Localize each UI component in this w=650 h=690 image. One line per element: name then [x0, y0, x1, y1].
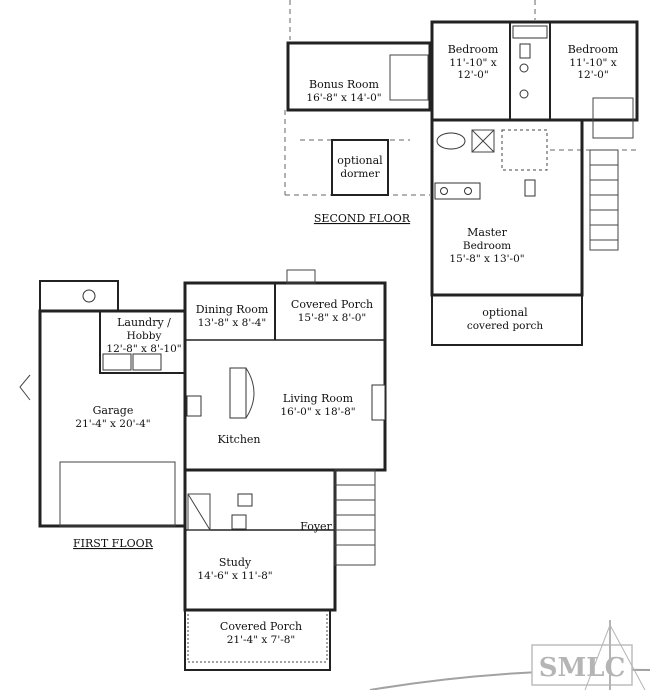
bedroom-right-dim-2: 12'-0" — [577, 69, 608, 81]
master-bedroom-dim-2: 15'-8" x 13'-0" — [449, 253, 524, 265]
first-floor-label: FIRST FLOOR — [73, 537, 154, 550]
bedroom-left-name: Bedroom — [448, 43, 499, 56]
bonus-room-dim: 16'-8" x 14'-0" — [306, 92, 381, 104]
laundry-dim-2: 12'-8" x 8'-10" — [106, 343, 181, 355]
smlc-watermark-logo: SMLC — [369, 620, 650, 690]
optional-porch-dim: covered porch — [467, 320, 544, 332]
foyer-name: Foyer — [300, 520, 332, 533]
laundry-name: Laundry / — [117, 316, 171, 329]
master-bedroom-dim-1: Bedroom — [463, 240, 511, 252]
rear-porch-dim: 15'-8" x 8'-0" — [298, 312, 367, 324]
kitchen-name: Kitchen — [218, 433, 261, 446]
bedroom-left-dim-1: 11'-10" x — [449, 57, 496, 69]
second-floor-labels: Bedroom 11'-10" x 12'-0" Bedroom 11'-10"… — [306, 43, 618, 332]
dormer-name: optional — [337, 154, 383, 167]
dining-room-dim: 13'-8" x 8'-4" — [198, 317, 267, 329]
garage-dim: 21'-4" x 20'-4" — [75, 418, 150, 430]
bonus-room-name: Bonus Room — [309, 78, 380, 91]
living-room-dim: 16'-0" x 18'-8" — [280, 406, 355, 418]
dining-room-name: Dining Room — [196, 303, 269, 316]
study-name: Study — [219, 556, 252, 569]
living-room-name: Living Room — [283, 392, 354, 405]
second-floor-plan — [284, 0, 640, 346]
dormer-dim: dormer — [340, 168, 380, 180]
garage-name: Garage — [93, 404, 134, 417]
watermark-text: SMLC — [539, 653, 626, 683]
bedroom-left-dim-2: 12'-0" — [457, 69, 488, 81]
first-floor-labels: Dining Room 13'-8" x 8'-4" Covered Porch… — [73, 298, 373, 646]
optional-porch-name: optional — [482, 306, 528, 319]
bedroom-right-name: Bedroom — [568, 43, 619, 56]
second-floor-label: SECOND FLOOR — [314, 212, 411, 225]
first-floor-plan — [19, 269, 387, 671]
bedroom-right-dim-1: 11'-10" x — [569, 57, 616, 69]
front-porch-name: Covered Porch — [220, 620, 302, 633]
rear-porch-name: Covered Porch — [291, 298, 373, 311]
master-bedroom-name: Master — [467, 226, 507, 239]
study-dim: 14'-6" x 11'-8" — [197, 570, 272, 582]
laundry-dim-1: Hobby — [127, 330, 162, 342]
front-porch-dim: 21'-4" x 7'-8" — [227, 634, 296, 646]
